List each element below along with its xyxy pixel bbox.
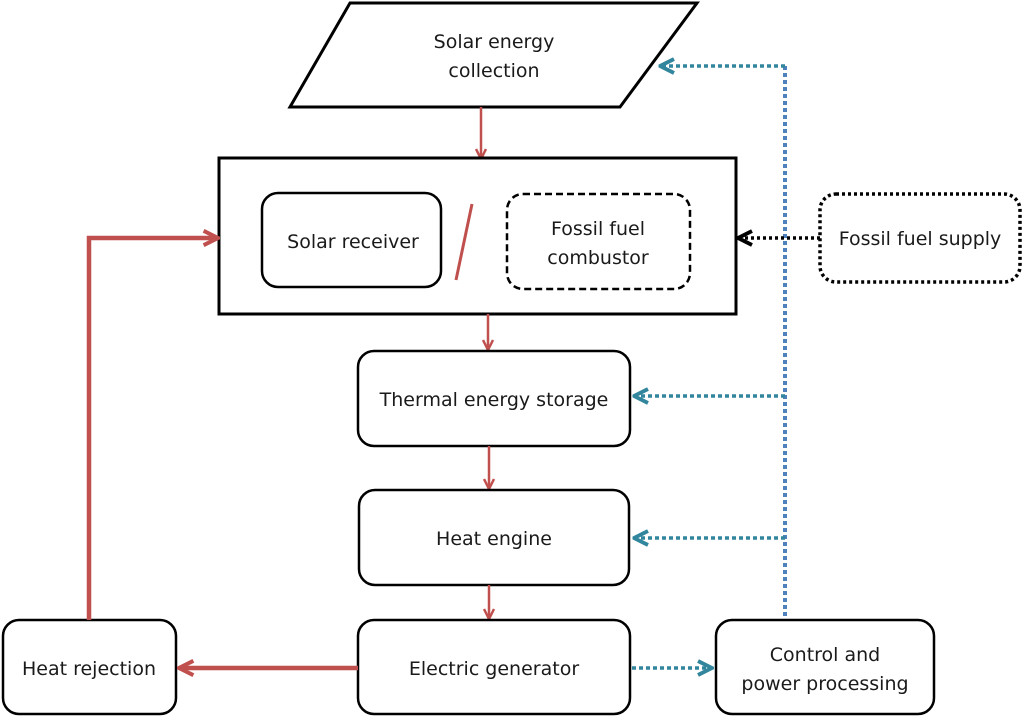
control-line-2: power processing (741, 673, 908, 695)
separator-slash (454, 203, 474, 281)
solar-receiver-label: Solar receiver (287, 231, 419, 253)
solar-collection-line-1: Solar energy (434, 31, 555, 53)
heat-rejection-label: Heat rejection (22, 658, 156, 680)
node-heat-engine: Heat engine (357, 488, 631, 587)
arrow-rejection-to-receiver (86, 238, 218, 620)
fossil-supply-label: Fossil fuel supply (839, 228, 1002, 250)
node-solar-energy-collection: Solar energy collection (287, 1, 700, 109)
node-fossil-fuel-supply: Fossil fuel supply (818, 192, 1022, 284)
heat-engine-label: Heat engine (436, 528, 552, 550)
node-electric-generator: Electric generator (356, 618, 632, 716)
node-heat-rejection: Heat rejection (1, 618, 178, 716)
thermal-storage-label: Thermal energy storage (379, 389, 609, 411)
node-thermal-energy-storage: Thermal energy storage (356, 349, 632, 448)
combustor-line-2: combustor (547, 247, 649, 269)
svg-text:collection: collection (448, 60, 539, 82)
node-fossil-fuel-combustor: Fossil fuel combustor (505, 192, 692, 291)
node-control-power-processing: Control and power processing (714, 618, 936, 716)
node-solar-receiver: Solar receiver (260, 191, 443, 289)
solar-collection-line-2: collection (448, 60, 539, 82)
electric-generator-label: Electric generator (409, 658, 579, 680)
svg-text:Solar energy: Solar energy (434, 31, 555, 53)
control-line-1: Control and (770, 644, 880, 666)
combustor-line-1: Fossil fuel (551, 218, 645, 240)
